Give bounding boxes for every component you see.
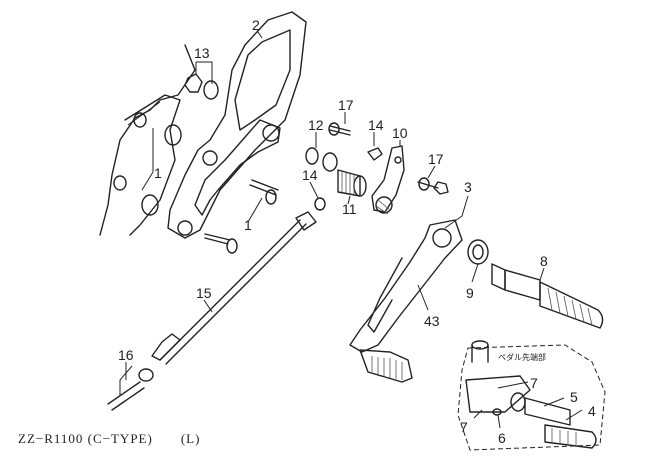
callout-3: 3 [464,179,472,195]
washer-9 [467,239,489,265]
callout-10: 10 [392,125,408,141]
callout-6: 6 [498,430,506,446]
callout-14-left: 14 [302,167,318,183]
model-caption: ZZ−R1100 (C−TYPE) (L) [18,431,201,446]
callout-1-left: 1 [154,165,162,181]
bolts [204,122,449,254]
callout-43: 43 [424,313,440,329]
callout-2: 2 [252,17,260,33]
inset-label: ペダル先端部 [498,352,546,362]
step-plate [167,11,307,239]
callout-12: 12 [308,117,324,133]
shift-rod [107,211,317,411]
shift-pedal [349,219,463,383]
callout-13: 13 [194,45,210,61]
callout-14-right: 14 [368,117,384,133]
callout-17-right: 17 [428,151,444,167]
callout-1-lower: 1 [244,217,252,233]
leader-lines [119,31,583,429]
callout-16: 16 [118,347,134,363]
callout-4: 4 [588,403,596,419]
callout-7-inset: 7 [530,375,538,391]
callout-11: 11 [342,201,357,217]
pivot-collar [305,147,430,211]
callout-5: 5 [570,389,578,405]
callout-15: 15 [196,285,212,301]
frame-bracket [99,44,196,236]
callout-17-top: 17 [338,97,354,113]
collar-parts [113,73,219,216]
callout-9: 9 [466,285,474,301]
footpeg [491,263,604,329]
link-arm [371,145,405,215]
inset-box [457,340,606,451]
callout-8: 8 [540,253,548,269]
callout-numbers: 13 2 17 12 14 10 1 14 11 17 1 3 8 15 9 4… [118,17,596,446]
callout-7-lower: 7 [460,419,468,435]
